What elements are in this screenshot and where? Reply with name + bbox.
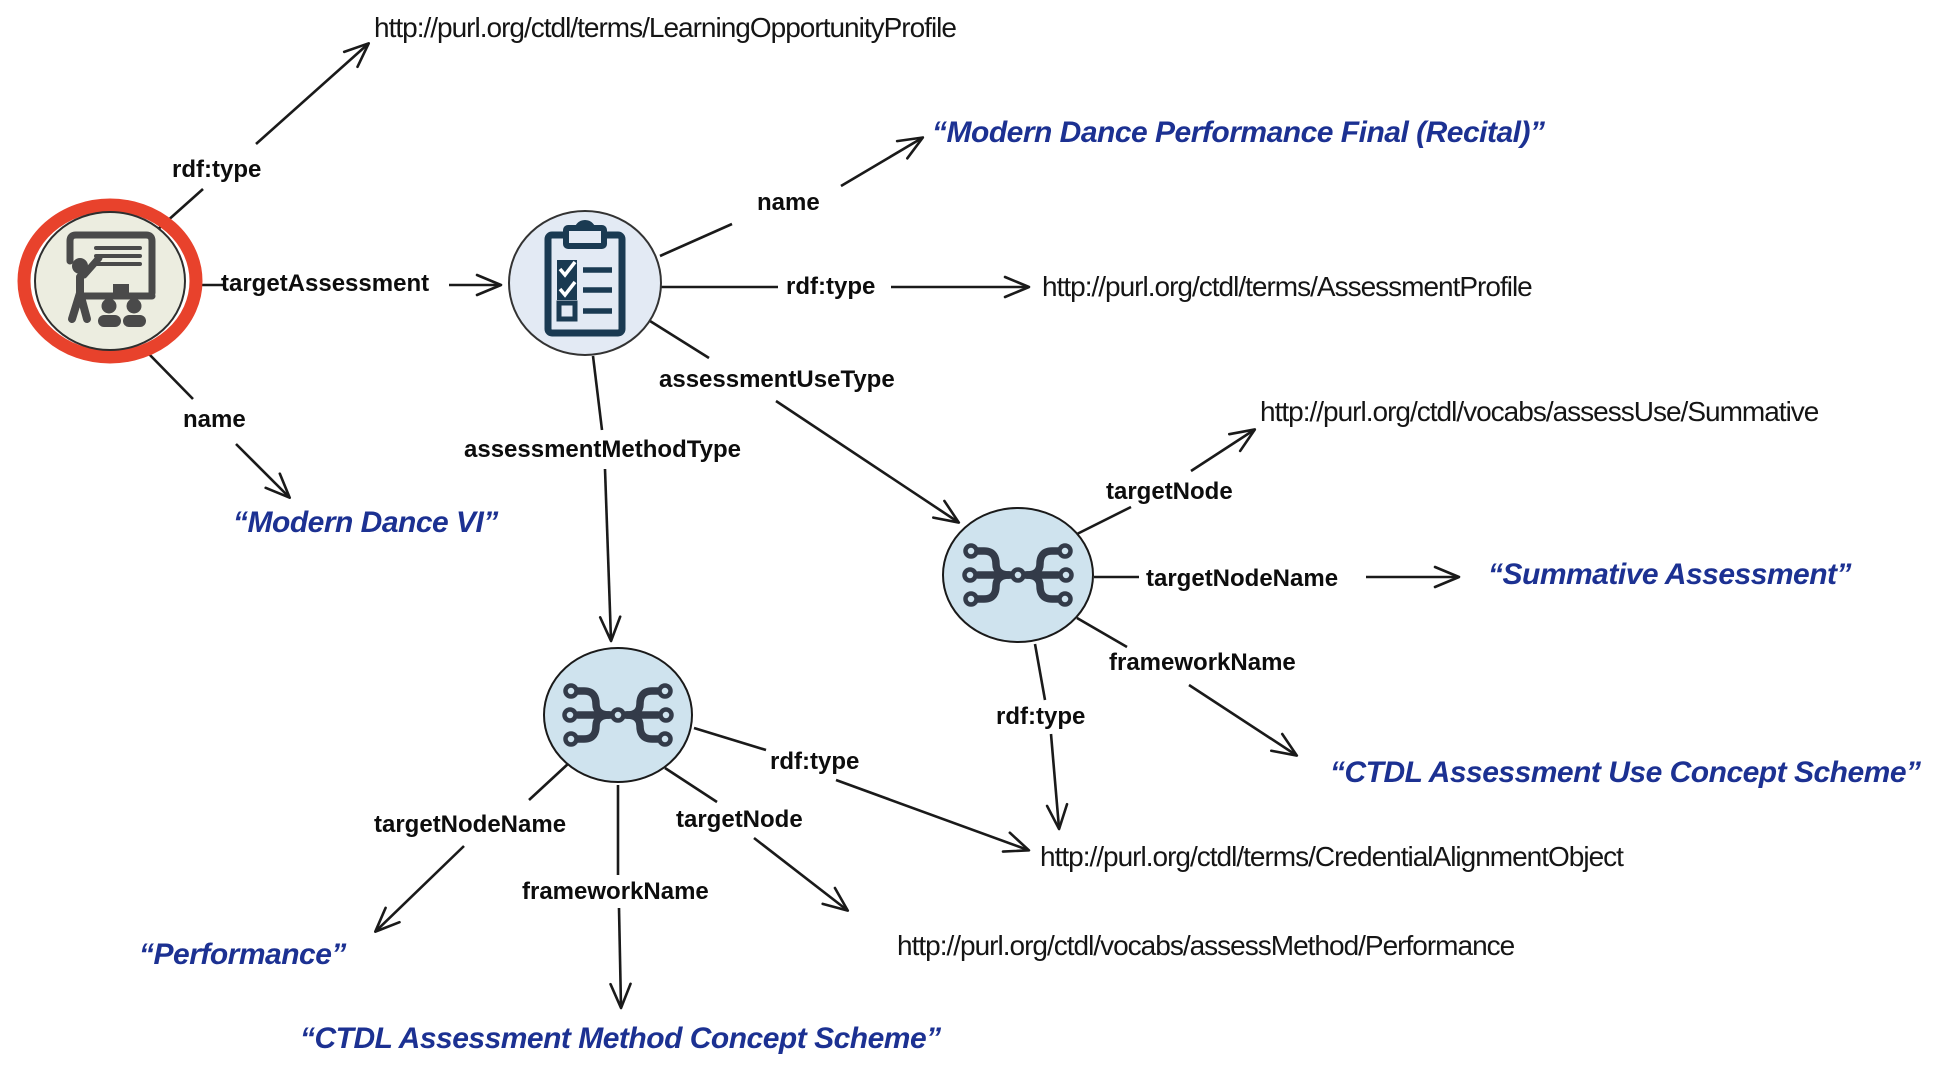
edge-use-targetnode-arrow [1190, 428, 1257, 473]
edge-use-rdftype-seg [1033, 643, 1047, 701]
edge-label-lop-name: name [183, 406, 246, 433]
edge-label-ap-name: name [757, 189, 820, 216]
edge-method-targetnode-arrow [753, 836, 850, 912]
edge-use-frameworkname-seg [1076, 616, 1128, 649]
literal-method-framework-name: “CTDL Assessment Method Concept Scheme” [300, 1022, 941, 1055]
classroom-presentation-icon [66, 231, 156, 327]
highlight-ring [17, 198, 203, 364]
edge-label-ap-rdf-type: rdf:type [786, 273, 876, 300]
edge-label-use-framework-name: frameworkName [1109, 649, 1296, 676]
uri-learning-opportunity-profile: http://purl.org/ctdl/terms/LearningOppor… [374, 12, 957, 43]
network-alignment-icon [562, 683, 674, 747]
edge-label-lop-rdf-type: rdf:type [172, 156, 262, 183]
uri-assessment-profile: http://purl.org/ctdl/terms/AssessmentPro… [1042, 271, 1533, 302]
edge-label-method-target-node: targetNode [676, 806, 803, 833]
edge-label-method-target-node-name: targetNodeName [374, 811, 567, 838]
literal-ap-name: “Modern Dance Performance Final (Recital… [932, 116, 1545, 149]
learning-opportunity-node [17, 198, 203, 364]
edge-method-targetnodename-seg [528, 762, 570, 801]
edge-use-type-seg [649, 319, 710, 360]
literal-use-target-node-name: “Summative Assessment” [1488, 558, 1852, 591]
literal-lop-name: “Modern Dance VI” [233, 506, 498, 539]
edge-ap-name-seg [659, 222, 733, 258]
assessment-method-alignment-node [543, 647, 693, 783]
edge-method-type-arrow [598, 468, 622, 643]
edge-use-rdftype-arrow [1045, 733, 1069, 831]
edge-label-method-framework-name: frameworkName [522, 878, 709, 905]
edge-label-assessment-method-type: assessmentMethodType [464, 436, 741, 463]
edge-label-method-rdf-type: rdf:type [770, 748, 860, 775]
literal-method-target-node-name: “Performance” [139, 938, 346, 971]
assessment-use-alignment-node [942, 507, 1094, 643]
edge-use-targetnode-seg [1076, 505, 1132, 536]
edge-label-use-target-node: targetNode [1106, 478, 1233, 505]
edge-lines [146, 42, 1461, 1010]
edge-lop-rdftype-arrow [255, 42, 371, 145]
assessment-profile-node [508, 210, 662, 356]
clipboard-checklist-icon [544, 220, 626, 337]
edge-method-targetnodename-arrow [373, 845, 465, 933]
edge-lop-name-seg [146, 351, 194, 400]
uri-assess-use-summative: http://purl.org/ctdl/vocabs/assessUse/Su… [1260, 396, 1819, 427]
literal-use-framework-name: “CTDL Assessment Use Concept Scheme” [1330, 756, 1921, 789]
uri-credential-alignment-object: http://purl.org/ctdl/terms/CredentialAli… [1040, 841, 1624, 872]
network-alignment-icon [962, 543, 1074, 607]
edge-label-target-assessment: targetAssessment [221, 270, 430, 297]
edge-use-type-arrow [775, 399, 961, 524]
edge-use-frameworkname-arrow [1188, 683, 1299, 757]
edge-label-use-target-node-name: targetNodeName [1146, 565, 1339, 592]
edge-label-use-rdf-type: rdf:type [996, 703, 1086, 730]
edge-lop-name-arrow [235, 443, 292, 500]
edge-method-targetnode-seg [664, 766, 718, 804]
edge-method-rdftype-seg [693, 726, 767, 752]
edge-method-rdftype-arrow [835, 778, 1031, 853]
uri-assess-method-performance: http://purl.org/ctdl/vocabs/assessMethod… [897, 930, 1515, 961]
edge-method-frameworkname-arrow [609, 907, 632, 1010]
edge-method-type-seg [591, 355, 604, 431]
edge-ap-name-arrow [840, 136, 925, 188]
edge-label-assessment-use-type: assessmentUseType [659, 366, 895, 393]
